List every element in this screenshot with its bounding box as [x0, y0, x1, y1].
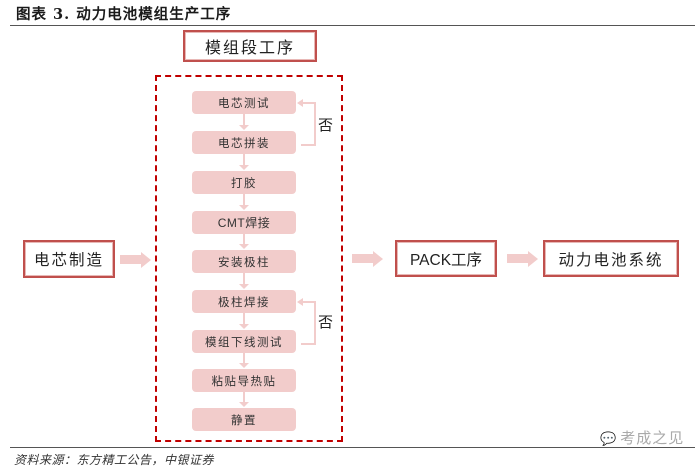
- connector-line: [243, 392, 245, 403]
- down-arrow-icon: [239, 244, 249, 249]
- down-arrow-icon: [239, 402, 249, 407]
- right-arrow-icon: [120, 252, 152, 268]
- step-module-eol-test: 模组下线测试: [192, 330, 296, 353]
- down-arrow-icon: [239, 363, 249, 368]
- feedback-label-no: 否: [318, 116, 334, 134]
- right-arrow-icon: [352, 251, 384, 267]
- feedback-loop-line: [301, 102, 316, 146]
- down-arrow-icon: [239, 165, 249, 170]
- step-cell-test: 电芯测试: [192, 91, 296, 114]
- watermark-text: 考成之见: [620, 429, 685, 447]
- wechat-icon: 💬: [600, 432, 618, 447]
- left-arrow-icon: [297, 298, 303, 306]
- connector-line: [243, 154, 245, 166]
- down-arrow-icon: [239, 324, 249, 329]
- step-thermal-pad: 粘贴导热贴: [192, 369, 296, 392]
- right-arrow-icon: [507, 251, 539, 267]
- bottom-divider: [10, 447, 695, 448]
- connector-line: [243, 353, 245, 364]
- figure-title: 图表 3. 动力电池模组生产工序: [16, 6, 232, 23]
- connector-line: [243, 194, 245, 206]
- down-arrow-icon: [239, 125, 249, 130]
- cell-manufacturing-node: 电芯制造: [23, 240, 115, 278]
- step-gluing: 打胶: [192, 171, 296, 194]
- connector-line: [243, 313, 245, 325]
- step-rest: 静置: [192, 408, 296, 431]
- connector-line: [243, 114, 245, 126]
- step-terminal-welding: 极柱焊接: [192, 290, 296, 313]
- battery-system-node: 动力电池系统: [543, 240, 679, 277]
- watermark: 💬考成之见: [600, 427, 684, 448]
- down-arrow-icon: [239, 205, 249, 210]
- step-cmt-welding: CMT焊接: [192, 211, 296, 234]
- feedback-label-no: 否: [318, 313, 334, 331]
- module-stage-header: 模组段工序: [183, 30, 317, 62]
- down-arrow-icon: [239, 284, 249, 289]
- left-arrow-icon: [297, 99, 303, 107]
- pack-process-node: PACK工序: [395, 240, 497, 277]
- source-note: 资料来源：东方精工公告，中银证券: [14, 453, 215, 467]
- step-cell-assembly: 电芯拼装: [192, 131, 296, 154]
- step-install-terminal: 安装极柱: [192, 250, 296, 273]
- feedback-loop-line: [301, 301, 316, 345]
- module-stage-frame: [155, 75, 343, 442]
- connector-line: [243, 273, 245, 285]
- top-divider: [10, 25, 695, 26]
- connector-line: [243, 234, 245, 245]
